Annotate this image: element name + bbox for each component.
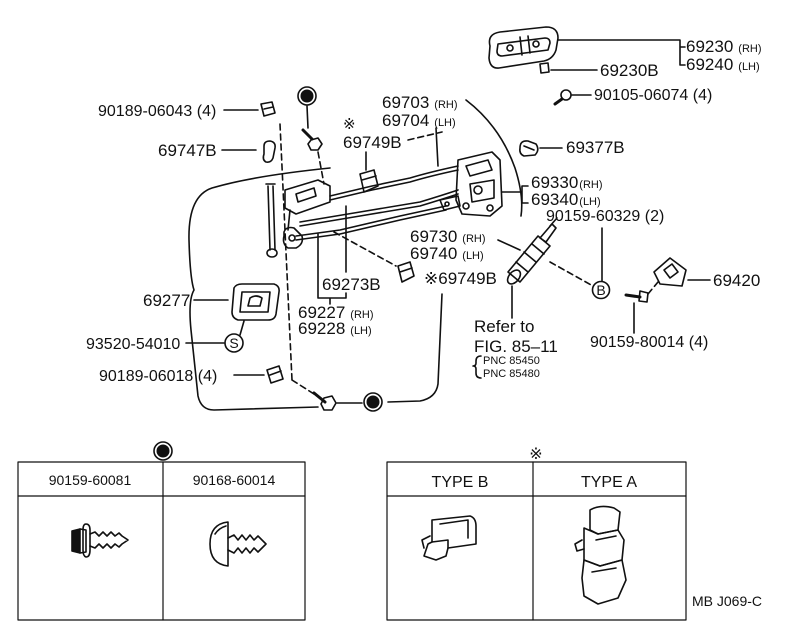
rod-clip-lower <box>397 261 415 283</box>
upper-screw <box>301 128 323 151</box>
screw-mark-upper-icon <box>297 86 317 106</box>
diagram-linework <box>17 26 711 621</box>
label-inside-handle: 69277 <box>143 291 190 310</box>
lower-clip <box>266 365 284 384</box>
label-inside-handle-rod-rh: 69227(RH) <box>298 303 374 322</box>
label-outside-handle-lh: 69240(LH) <box>686 55 760 74</box>
lower-screw <box>312 391 337 411</box>
pan-head-screw-drawing <box>209 521 267 567</box>
label-lower-clip: 90189-06018 (4) <box>99 368 217 385</box>
part-labels: 69230(RH) 69240(LH) 69230B 90105-06074 (… <box>49 37 762 609</box>
outside-handle-pad <box>539 62 550 74</box>
label-inside-handle-rod-lh: 69228(LH) <box>298 319 372 338</box>
label-inside-handle-screw: 93520-54010 <box>86 336 180 353</box>
label-lock-cylinder-lh: 69740(LH) <box>410 244 484 263</box>
screw-table-grid <box>17 461 306 621</box>
label-lock-rod-lh: 69704(LH) <box>382 111 456 130</box>
inside-handle <box>231 283 280 321</box>
leader-rod-clip-upper-dashed <box>407 131 443 141</box>
label-striker: 69420 <box>713 271 760 290</box>
clip-table-grid <box>386 461 687 621</box>
screw-table-header-1: 90159-60081 <box>49 472 132 488</box>
label-lock-cylinder-rh: 69730(RH) <box>410 227 486 246</box>
label-outside-handle-pad: 69230B <box>600 61 659 80</box>
leader-inside-handle-rod <box>317 233 347 305</box>
label-door-lock-lh: 69340(LH) <box>531 190 601 209</box>
label-outside-handle-screw: 90105-06074 (4) <box>594 87 712 104</box>
s-mark: S <box>229 335 238 351</box>
door-lock <box>439 151 503 217</box>
label-rod-clip-lower: ※69749B <box>424 269 497 288</box>
lock-cylinder <box>506 217 558 285</box>
leader-outside-handle <box>557 39 686 66</box>
rod-clip-upper <box>359 169 379 193</box>
connecting-rods <box>295 165 459 241</box>
label-upper-clip: 90189-06043 (4) <box>98 103 216 120</box>
screw-table-header-2: 90168-60014 <box>193 472 276 488</box>
label-reference-pnc-2: PNC 85480 <box>483 368 540 380</box>
leader-striker-screw-dashed <box>647 281 659 295</box>
label-door-lock-screw: 90159-60329 (2) <box>546 208 664 225</box>
b-mark-ring <box>591 280 611 300</box>
outside-handle-screw <box>553 89 572 106</box>
rod-holder <box>262 140 276 163</box>
reference-brace <box>472 355 482 379</box>
striker <box>653 257 687 287</box>
leader-door-lock <box>501 185 529 204</box>
screw-mark-lower-icon <box>363 392 383 412</box>
label-reference-line2: FIG. 85–11 <box>474 337 558 356</box>
door-panel-outline <box>188 99 523 411</box>
label-reference-line1: Refer to <box>474 317 534 336</box>
label-door-lock-rh: 69330(RH) <box>531 173 603 192</box>
rice-mark-upper: ※ <box>343 116 356 133</box>
leader-inside-handle-screw <box>185 320 245 344</box>
label-striker-screw: 90159-80014 (4) <box>590 334 708 351</box>
label-rod-clip-upper: 69749B <box>343 133 402 152</box>
leader-b-mark <box>549 261 594 287</box>
inside-handle-bracket <box>282 179 331 249</box>
clip-table-header-type-a: TYPE A <box>581 474 637 491</box>
b-mark: B <box>596 282 605 298</box>
outside-handle <box>488 26 559 69</box>
label-rod-holder: 69747B <box>158 141 217 160</box>
upper-clip <box>260 101 276 117</box>
type-b-clip-drawing <box>421 515 477 561</box>
drawing-id: MB J069-C <box>692 593 762 609</box>
leader-rod-clip-lower <box>333 231 397 267</box>
label-lock-cover: 69377B <box>566 138 625 157</box>
clip-table-header-type-b: TYPE B <box>432 474 489 491</box>
lock-cover <box>519 140 539 157</box>
leader-lock-cylinder <box>497 239 521 251</box>
striker-screw <box>624 290 649 303</box>
label-lock-rod-rh: 69703(RH) <box>382 93 458 112</box>
rice-mark-table: ※ <box>529 446 542 463</box>
screw-mark-table-icon <box>153 441 173 461</box>
leader-screw-mark-upper <box>306 105 309 129</box>
s-mark-ring <box>224 333 244 353</box>
leader-lock-rod <box>435 127 439 167</box>
label-outside-handle-rh: 69230(RH) <box>686 37 762 56</box>
label-bracket: 69273B <box>322 275 381 294</box>
hex-washer-screw-drawing <box>71 523 129 558</box>
label-reference-pnc-1: PNC 85450 <box>483 355 540 367</box>
lock-knob-rod <box>265 183 278 258</box>
type-a-clip-drawing <box>574 505 627 605</box>
